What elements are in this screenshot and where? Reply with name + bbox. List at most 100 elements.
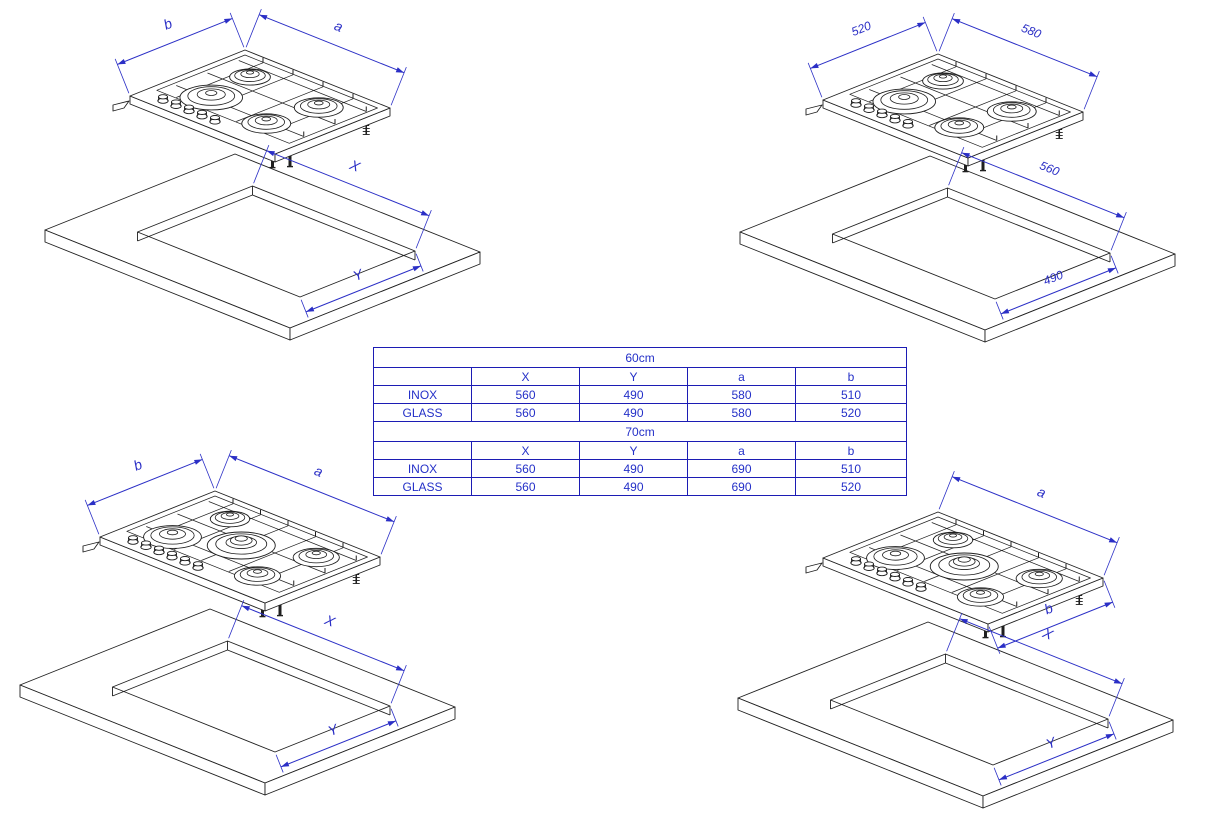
- control-knob: [889, 571, 901, 582]
- hob-drawing: [112, 49, 391, 169]
- control-knob: [192, 561, 204, 571]
- table-cell: 510: [794, 385, 908, 404]
- dimension-line: [810, 21, 926, 69]
- burner: [922, 72, 964, 90]
- dimension-arrow: [385, 516, 395, 522]
- control-knob: [183, 104, 195, 115]
- table-header-cell: [373, 367, 472, 386]
- wok-burner: [206, 531, 276, 560]
- countertop-drawing: [44, 153, 481, 341]
- dimension-line: [305, 265, 422, 313]
- dimension-line: [241, 605, 405, 672]
- dimension-line: [951, 476, 1118, 544]
- hob-drawing: [82, 490, 381, 618]
- control-knob: [166, 550, 178, 561]
- hob-length-dimension-label: a: [332, 17, 345, 35]
- table-cell: 580: [687, 403, 796, 422]
- table-section-title-70cm: 70cm: [372, 421, 908, 442]
- table-cell: 520: [794, 477, 908, 496]
- table-cell: 560: [471, 403, 580, 422]
- table-cell: 560: [471, 459, 580, 478]
- control-knob: [170, 99, 182, 109]
- countertop-drawing: [19, 608, 456, 796]
- cutout-length-dimension-label: X: [322, 611, 338, 630]
- table-cell: 560: [471, 477, 580, 496]
- table-section-title-60cm: 60cm: [372, 347, 908, 368]
- table-header-cell: Y: [579, 441, 688, 460]
- dimension-arrow: [194, 459, 203, 465]
- row-label: INOX: [373, 459, 472, 478]
- hob-drawing: [805, 53, 1084, 173]
- burner: [233, 566, 282, 586]
- table-cell: 490: [579, 459, 688, 478]
- table-cell: 490: [579, 477, 688, 496]
- dimension-line: [961, 152, 1125, 219]
- dimension-arrow: [420, 210, 430, 216]
- dimension-arrow: [305, 306, 315, 312]
- table-cell: 490: [579, 385, 688, 404]
- burner: [956, 587, 1005, 607]
- control-knob: [850, 98, 862, 108]
- dimension-line: [959, 618, 1123, 685]
- dimension-arrow: [1088, 71, 1098, 77]
- burner: [1015, 568, 1063, 589]
- hob-length-dimension-label: a: [312, 462, 325, 480]
- control-knob: [209, 115, 221, 125]
- dimension-arrow: [952, 18, 961, 25]
- burner: [872, 88, 936, 115]
- hob-length-dimension-label: 580: [1019, 21, 1043, 42]
- dimension-arrow: [87, 500, 96, 506]
- control-knob: [196, 109, 208, 120]
- countertop-drawing: [737, 621, 1174, 809]
- burner: [986, 101, 1037, 122]
- burner: [293, 97, 344, 118]
- dimension-arrow: [395, 67, 405, 73]
- control-knob: [863, 561, 875, 571]
- table-row: GLASS 560 490 690 520: [373, 477, 908, 496]
- dimension-arrow: [1107, 267, 1116, 274]
- dimension-arrow: [959, 618, 968, 625]
- hob-drawing: [805, 511, 1104, 639]
- row-label: GLASS: [373, 403, 472, 422]
- control-knob: [876, 566, 888, 577]
- control-knob: [157, 94, 169, 104]
- hob-width-dimension-label: b: [131, 456, 144, 474]
- dimension-arrow: [1113, 678, 1123, 684]
- dimensions-table: 60cm X Y a b INOX 560 490 580 510 GLASS: [372, 347, 908, 496]
- control-knob: [902, 577, 914, 587]
- table-header-cell: a: [687, 367, 796, 386]
- dimension-arrow: [961, 152, 970, 159]
- dimension-arrow: [224, 18, 233, 24]
- control-knob: [902, 119, 914, 129]
- dimension-line: [1000, 267, 1117, 315]
- wok-burner: [929, 552, 999, 581]
- burner: [292, 547, 340, 568]
- dimension-line: [117, 17, 233, 65]
- dimension-arrow: [117, 59, 126, 65]
- dimension-arrow: [241, 605, 250, 612]
- control-knob: [140, 540, 152, 550]
- row-label: INOX: [373, 385, 472, 404]
- dimension-line: [228, 455, 395, 523]
- burner: [241, 113, 292, 134]
- table-row: INOX 560 490 580 510: [373, 385, 908, 404]
- dimension-arrow: [810, 63, 819, 69]
- control-knob: [915, 582, 927, 592]
- cutout-length-dimension-label: X: [347, 156, 363, 175]
- table-row: GLASS 560 490 580 520: [373, 403, 908, 422]
- dimension-arrow: [395, 665, 405, 671]
- mounting-bracket: [805, 104, 823, 116]
- control-knob: [179, 556, 191, 566]
- dimension-arrow: [266, 150, 275, 157]
- dimension-line: [258, 14, 405, 74]
- control-knob: [127, 535, 139, 545]
- table-cell: 510: [794, 459, 908, 478]
- dimension-line: [280, 720, 397, 768]
- burner: [866, 546, 925, 570]
